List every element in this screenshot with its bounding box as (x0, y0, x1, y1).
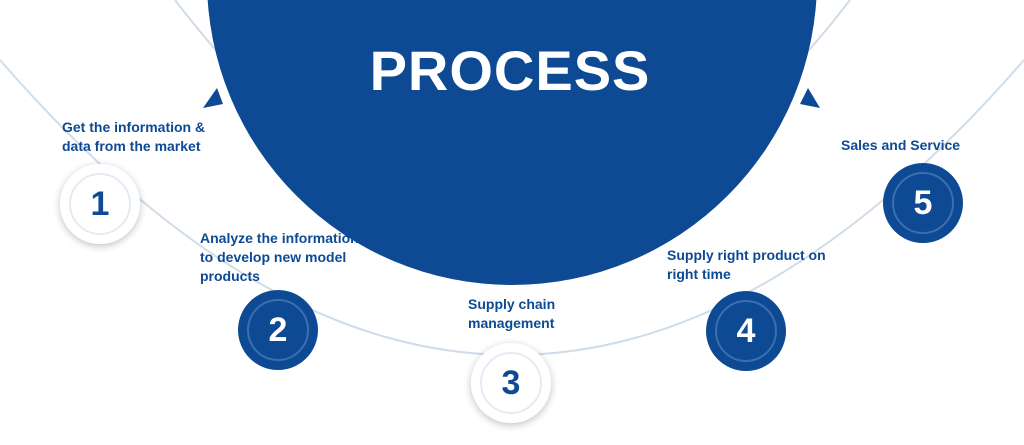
step-5-label: Sales and Service (841, 136, 1011, 155)
step-2-label-line: to develop new model (200, 249, 347, 265)
step-5-number: 5 (913, 184, 933, 222)
step-1-number: 1 (90, 185, 110, 223)
step-2-label: Analyze the information to develop new m… (200, 229, 400, 286)
step-3-number: 3 (501, 364, 521, 402)
arrow-icon (500, 228, 522, 246)
arrow-icon (800, 88, 820, 108)
title-circle (207, 0, 817, 285)
step-1-label: Get the information & data from the mark… (62, 118, 262, 156)
step-4-circle (706, 291, 786, 371)
arrow-icon (340, 184, 360, 206)
arrow-icon (203, 88, 223, 108)
step-1-label-line: data from the market (62, 138, 201, 154)
step-2-label-line: products (200, 268, 260, 284)
step-3-label-line: management (468, 315, 555, 331)
step-4-number: 4 (736, 312, 756, 350)
step-2-label-line: Analyze the information (200, 230, 359, 246)
arrow-icon (664, 184, 684, 206)
step-2-circle (238, 290, 318, 370)
step-4-label: Supply right product on right time (667, 246, 867, 284)
step-5-circle (883, 163, 963, 243)
step-1-circle (60, 164, 140, 244)
page-title: PROCESS (369, 39, 651, 102)
step-4-label-line: right time (667, 266, 731, 282)
step-2-number: 2 (268, 311, 288, 349)
step-3-label: Supply chain management (468, 295, 618, 333)
step-3-label-line: Supply chain (468, 296, 556, 312)
step-1-label-line: Get the information & (62, 119, 206, 135)
step-3-circle (471, 343, 551, 423)
step-4-label-line: Supply right product on (667, 247, 826, 263)
step-5-label-line: Sales and Service (841, 137, 961, 153)
